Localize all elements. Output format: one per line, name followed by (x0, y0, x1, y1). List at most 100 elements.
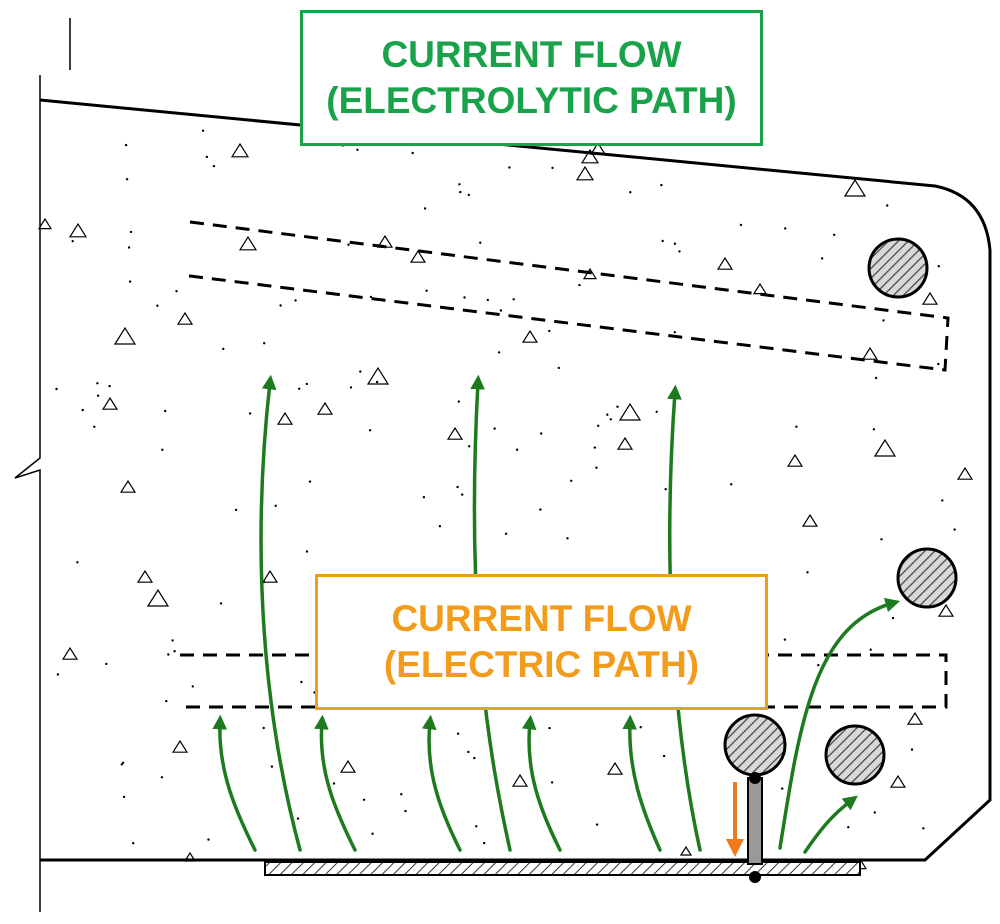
aggregate-speck (207, 838, 210, 841)
aggregate-triangle (575, 165, 595, 181)
aggregate-speck (639, 726, 642, 729)
green-arrow-to-bottom-rebar (803, 795, 858, 854)
aggregate-speck (71, 240, 74, 243)
aggregate-speck (595, 466, 598, 469)
aggregate-speck (678, 250, 681, 253)
aggregate-speck (463, 296, 466, 299)
aggregate-speck (499, 309, 503, 312)
aggregate-speck (205, 155, 209, 159)
aggregate-speck (212, 164, 216, 168)
aggregate-triangle (582, 267, 598, 280)
aggregate-speck (305, 550, 309, 553)
aggregate-speck (308, 480, 312, 483)
aggregate-speck (953, 528, 956, 531)
aggregate-triangle (521, 329, 539, 343)
aggregate-speck (566, 537, 569, 540)
aggregate-speck (349, 386, 353, 389)
aggregate-speck (783, 638, 787, 641)
aggregate-speck (467, 750, 470, 754)
aggregate-speck (300, 680, 303, 684)
aggregate-speck (515, 448, 519, 451)
aggregate-speck (305, 382, 308, 386)
aggregate-speck (548, 726, 551, 730)
electrolytic-label-line1: CURRENT FLOW (381, 34, 682, 75)
aggregate-speck (540, 432, 543, 435)
aggregate-triangle (171, 739, 189, 753)
aggregate-speck (456, 732, 460, 735)
aggregate-triangle (752, 282, 768, 295)
aggregate-triangle (589, 141, 607, 155)
aggregate-speck (76, 561, 79, 564)
aggregate-speck (508, 166, 511, 169)
aggregate-speck (730, 483, 733, 486)
aggregate-triangle (238, 235, 258, 251)
aggregate-triangle (843, 178, 867, 197)
aggregate-speck (833, 233, 836, 236)
aggregate-speck (479, 241, 482, 244)
electric-label-line1: CURRENT FLOW (391, 598, 692, 639)
aggregate-triangle (176, 311, 194, 325)
aggregate-triangle (956, 466, 974, 480)
rebar-bottom-connected (723, 713, 787, 777)
aggregate-triangle (37, 217, 53, 230)
aggregate-speck (456, 485, 459, 489)
aggregate-speck (404, 809, 407, 813)
aggregate-speck (108, 384, 111, 388)
break-line (14, 75, 41, 912)
aggregate-triangle (937, 603, 955, 617)
aggregate-speck (616, 405, 619, 408)
aggregate-speck (784, 227, 787, 230)
aggregate-speck (262, 726, 265, 730)
aggregate-speck (274, 504, 277, 507)
aggregate-triangle (616, 436, 634, 450)
aggregate-speck (609, 418, 612, 421)
aggregate-speck (817, 663, 820, 667)
aggregate-speck (595, 823, 599, 826)
aggregate-triangle (230, 142, 250, 158)
aggregate-speck (739, 223, 743, 227)
aggregate-speck (81, 408, 84, 412)
aggregate-speck (593, 446, 596, 449)
green-arrow-short-2 (314, 714, 357, 852)
aggregate-triangle (113, 326, 137, 345)
aggregate-speck (105, 662, 108, 666)
aggregate-speck (161, 448, 164, 451)
aggregate-speck (664, 488, 667, 491)
aggregate-triangle (446, 426, 464, 440)
aggregate-speck (160, 776, 164, 779)
aggregate-speck (461, 493, 464, 496)
aggregate-speck (486, 298, 489, 302)
aggregate-speck (93, 425, 96, 428)
aggregate-speck (629, 191, 632, 194)
aggregate-triangle (146, 588, 170, 607)
aggregate-speck (673, 242, 677, 245)
aggregate-speck (578, 283, 581, 287)
aggregate-speck (191, 685, 194, 688)
aggregate-speck (467, 193, 470, 197)
aggregate-speck (781, 787, 784, 790)
aggregate-speck (891, 616, 895, 620)
aggregate-triangle (618, 402, 642, 421)
aggregate-speck (662, 754, 666, 758)
aggregate-triangle (136, 569, 154, 583)
aggregate-speck (468, 445, 471, 448)
aggregate-speck (219, 602, 223, 605)
aggregate-speck (279, 304, 282, 307)
aggregate-triangle (889, 774, 907, 788)
connector-wire (747, 777, 763, 865)
aggregate-speck (125, 178, 129, 181)
aggregate-speck (56, 673, 60, 676)
aggregate-speck (356, 148, 359, 151)
aggregate-speck (570, 479, 573, 482)
aggregate-speck (557, 366, 560, 370)
aggregate-triangle (183, 851, 197, 862)
aggregate-speck (294, 299, 297, 302)
aggregate-speck (423, 207, 427, 210)
aggregate-speck (457, 400, 460, 403)
electric-path-label: CURRENT FLOW (ELECTRIC PATH) (315, 574, 768, 710)
aggregate-speck (165, 699, 168, 703)
aggregate-speck (164, 409, 167, 413)
aggregate-triangle (101, 396, 119, 410)
aggregate-speck (820, 257, 824, 260)
aggregate-speck (55, 387, 58, 391)
